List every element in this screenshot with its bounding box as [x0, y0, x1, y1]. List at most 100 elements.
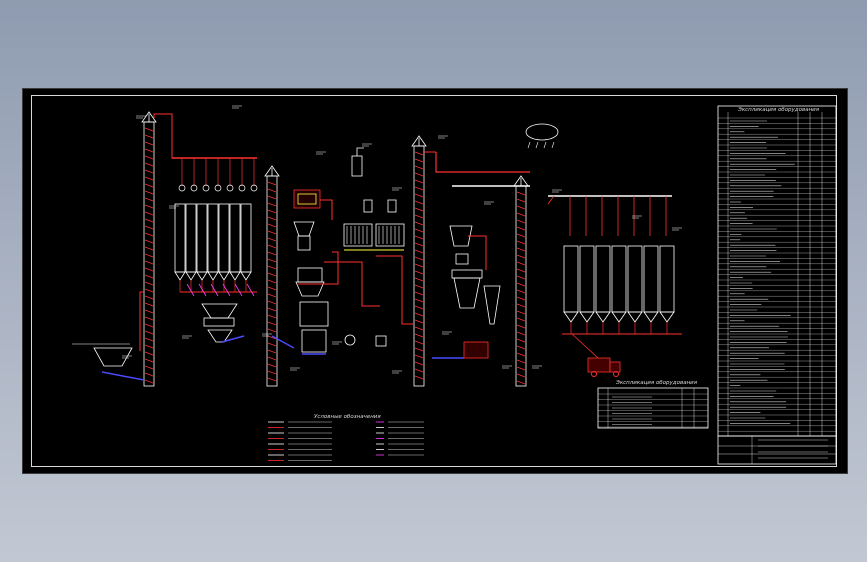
- elevator-bucket: [517, 262, 525, 265]
- silo-icon: [230, 204, 240, 272]
- elevator-bucket: [268, 308, 276, 311]
- silo-hopper: [628, 312, 642, 322]
- truck-cab: [610, 362, 620, 372]
- elevator-bucket: [517, 290, 525, 293]
- elevator-2-icon: [267, 176, 277, 386]
- elevator-bucket: [415, 271, 423, 274]
- elevator-bucket: [415, 222, 423, 225]
- elevator-bucket: [145, 149, 153, 152]
- tank-leg: [528, 142, 530, 148]
- elevator-bucket: [145, 198, 153, 201]
- silo-icon: [219, 204, 229, 272]
- cooler-icon: [302, 330, 326, 352]
- elevator-bucket: [415, 201, 423, 204]
- elevator-bucket: [517, 206, 525, 209]
- silo-icon: [175, 204, 185, 272]
- elevator-bucket: [145, 261, 153, 264]
- elevator-bucket: [517, 374, 525, 377]
- elevator-bucket: [145, 303, 153, 306]
- elevator-bucket: [268, 273, 276, 276]
- filter-icon: [352, 156, 362, 176]
- elevator-bucket: [415, 152, 423, 155]
- silo-hopper: [186, 272, 196, 280]
- elevator-bucket: [517, 353, 525, 356]
- screw-conveyor: [199, 284, 206, 296]
- elevator-bucket: [268, 203, 276, 206]
- silo-icon: [564, 246, 578, 312]
- screw-conveyor: [211, 284, 218, 296]
- legend-title: Условные обозначения: [314, 414, 381, 420]
- equipment-table: [718, 106, 836, 436]
- cad-viewport[interactable]: Экспликация оборудованияЭкспликация обор…: [22, 88, 848, 474]
- fan-icon: [345, 335, 355, 345]
- elevator-bucket: [415, 243, 423, 246]
- elevator-3-icon: [414, 146, 424, 386]
- elevator-bucket: [268, 224, 276, 227]
- silo-icon: [596, 246, 610, 312]
- pipe-path: [436, 152, 530, 172]
- pipe-path: [548, 196, 554, 204]
- elevator-bucket: [415, 362, 423, 365]
- elevator-bucket: [145, 331, 153, 334]
- elevator-bucket: [415, 285, 423, 288]
- elevator-bucket: [268, 322, 276, 325]
- hopper-icon: [202, 304, 237, 318]
- elevator-bucket: [145, 352, 153, 355]
- elevator-bucket: [268, 378, 276, 381]
- mixer-icon: [344, 224, 372, 246]
- elevator-bucket: [517, 346, 525, 349]
- scale-icon: [204, 318, 234, 326]
- silo-hopper: [219, 272, 229, 280]
- elevator-bucket: [268, 280, 276, 283]
- elevator-bucket: [517, 192, 525, 195]
- elevator-bucket: [415, 264, 423, 267]
- elevator-bucket: [415, 180, 423, 183]
- elevator-bucket: [415, 215, 423, 218]
- elevator-bucket: [145, 247, 153, 250]
- elevator-bucket: [268, 301, 276, 304]
- elevator-bucket: [145, 338, 153, 341]
- elevator-bucket: [415, 292, 423, 295]
- elevator-bucket: [145, 163, 153, 166]
- silo-hopper: [197, 272, 207, 280]
- elevator-bucket: [415, 194, 423, 197]
- elevator-bucket: [415, 376, 423, 379]
- elevator-bucket: [145, 177, 153, 180]
- elevator-bucket: [268, 196, 276, 199]
- elevator-bucket: [415, 299, 423, 302]
- truck-icon: [588, 358, 610, 372]
- mixer-icon: [376, 224, 404, 246]
- silo-icon: [644, 246, 658, 312]
- elevator-bucket: [268, 364, 276, 367]
- elevator-bucket: [268, 189, 276, 192]
- elevator-bucket: [415, 327, 423, 330]
- silo-hopper: [175, 272, 185, 280]
- elevator-bucket: [145, 170, 153, 173]
- elevator-bucket: [268, 238, 276, 241]
- elevator-bucket: [268, 259, 276, 262]
- elevator-bucket: [145, 128, 153, 131]
- silo-hopper: [596, 312, 610, 322]
- scale-icon: [456, 254, 468, 264]
- elevator-bucket: [415, 313, 423, 316]
- elevator-bucket: [268, 231, 276, 234]
- elevator-bucket: [517, 311, 525, 314]
- elevator-bucket: [517, 248, 525, 251]
- pipe-path: [376, 256, 414, 324]
- intake-conveyor: [102, 372, 144, 380]
- elevator-bucket: [517, 241, 525, 244]
- elevator-bucket: [268, 350, 276, 353]
- elevator-bucket: [415, 306, 423, 309]
- elevator-bucket: [415, 187, 423, 190]
- elevator-bucket: [415, 250, 423, 253]
- elevator-bucket: [145, 191, 153, 194]
- bunker-icon: [388, 200, 396, 212]
- elevator-bucket: [415, 166, 423, 169]
- chain-conveyor: [222, 336, 244, 342]
- elevator-bucket: [145, 226, 153, 229]
- elevator-bucket: [517, 283, 525, 286]
- elevator-bucket: [145, 142, 153, 145]
- silo-hopper: [612, 312, 626, 322]
- elevator-bucket: [268, 182, 276, 185]
- elevator-bucket: [145, 205, 153, 208]
